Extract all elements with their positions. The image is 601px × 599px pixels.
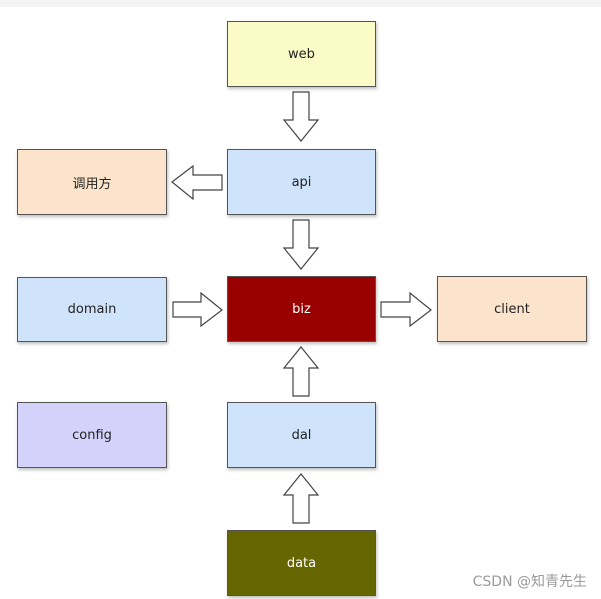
node-biz-label: biz	[292, 301, 311, 317]
arrow-api-to-biz	[282, 219, 320, 270]
top-strip	[0, 0, 601, 7]
node-dal-label: dal	[291, 427, 312, 443]
arrow-dal-to-biz	[282, 346, 320, 397]
arrow-web-to-api	[282, 91, 320, 142]
node-dal: dal	[227, 402, 376, 468]
node-data-label: data	[286, 555, 317, 571]
node-data: data	[227, 530, 376, 596]
node-config-label: config	[72, 427, 112, 443]
arrow-domain-to-biz	[172, 291, 223, 328]
node-client: client	[437, 276, 587, 342]
arrow-biz-to-client	[380, 291, 432, 328]
node-caller: 调用方	[17, 149, 167, 215]
node-client-label: client	[494, 301, 530, 317]
node-caller-label: 调用方	[72, 176, 112, 192]
node-api: api	[227, 149, 376, 215]
arrow-data-to-dal	[282, 473, 320, 524]
node-biz: biz	[227, 276, 376, 342]
node-api-label: api	[291, 174, 312, 190]
node-web-label: web	[288, 46, 315, 62]
node-domain-label: domain	[67, 302, 117, 317]
node-domain: domain	[17, 277, 167, 342]
watermark: CSDN @知青先生	[472, 574, 587, 590]
node-config: config	[17, 402, 167, 468]
arrow-api-to-caller	[171, 164, 223, 201]
node-web: web	[227, 21, 376, 87]
